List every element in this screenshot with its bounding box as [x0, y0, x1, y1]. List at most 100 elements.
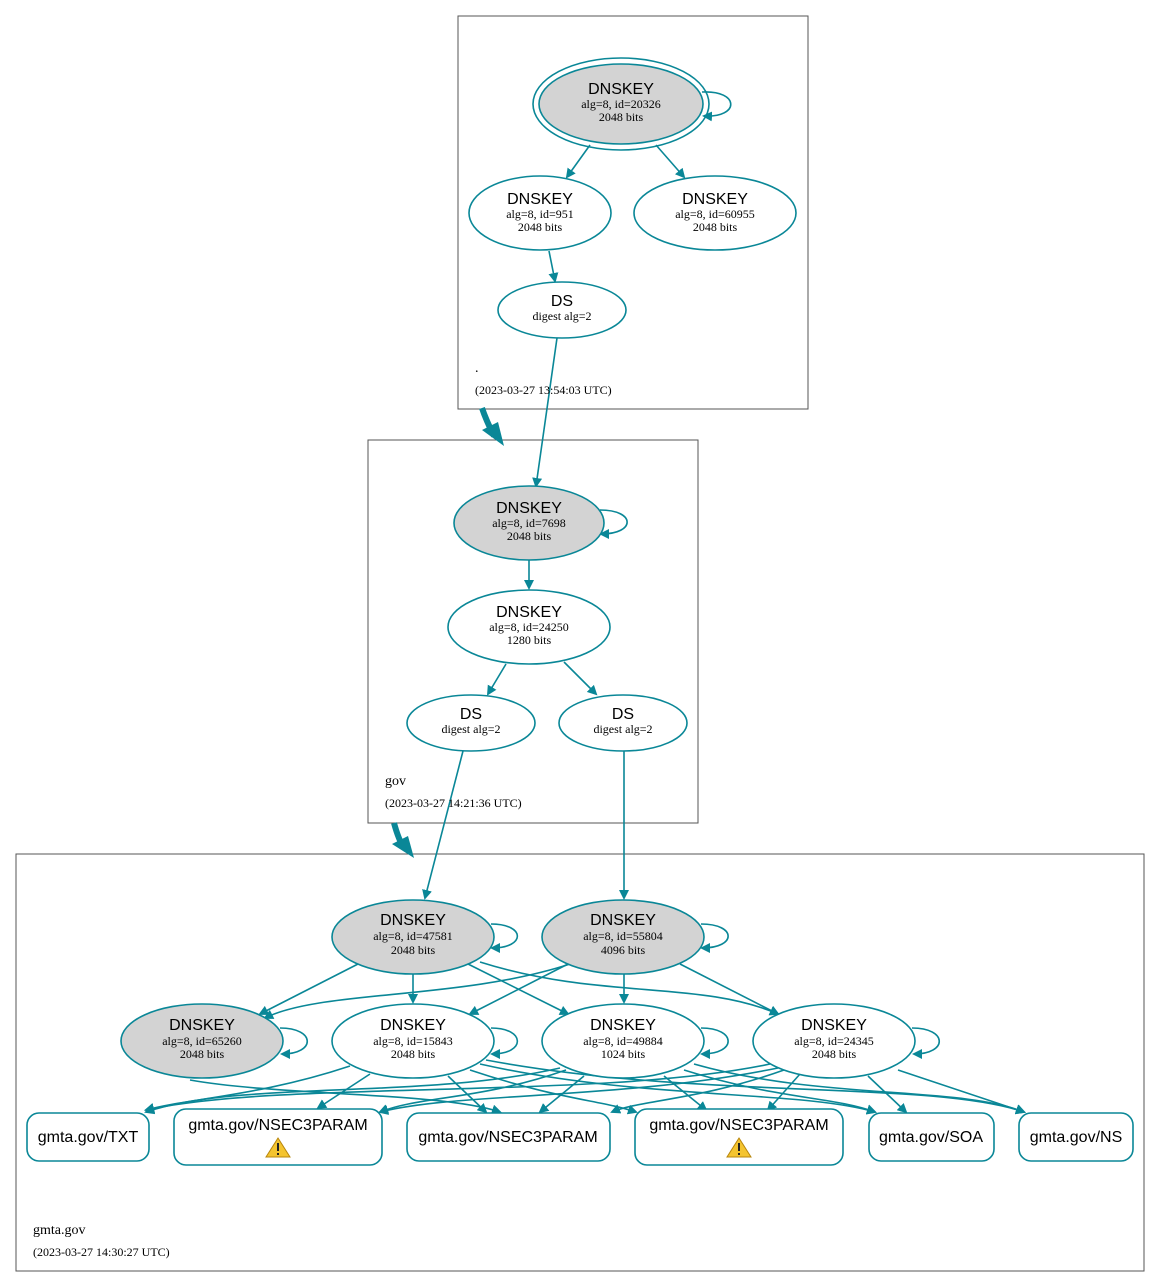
edge-15843-ns — [485, 1059, 1026, 1115]
node-detail: alg=8, id=7698 — [492, 516, 566, 530]
edge-49884-selfloop — [700, 1027, 729, 1059]
node-title: DNSKEY — [496, 604, 562, 621]
node-detail: alg=8, id=55804 — [583, 929, 663, 943]
node-gmta-zsk-15843[interactable]: DNSKEY alg=8, id=15843 2048 bits — [331, 1003, 495, 1079]
edge-49884-np1 — [378, 1069, 567, 1114]
node-root-ds[interactable]: DS digest alg=2 — [497, 281, 627, 339]
node-bits: 2048 bits — [693, 220, 738, 234]
node-bits: 2048 bits — [518, 220, 563, 234]
node-bits: 4096 bits — [601, 943, 646, 957]
warning-icon — [726, 1137, 752, 1158]
node-gov-ds-1[interactable]: DS digest alg=2 — [406, 694, 536, 752]
edges — [144, 91, 1026, 1115]
node-gmta-zsk-24345[interactable]: DNSKEY alg=8, id=24345 2048 bits — [752, 1003, 916, 1079]
zone-name-gov: gov — [385, 774, 406, 789]
edge-root-selfloop — [701, 91, 732, 122]
delegation-arrow-root-gov — [479, 407, 504, 446]
edge-49884-txt — [144, 1067, 561, 1115]
edge-15843-np1 — [316, 1073, 371, 1110]
edge-ds1-47581 — [422, 750, 464, 900]
edge-govzsk-ds2 — [563, 661, 598, 696]
zone-box-root — [457, 15, 809, 410]
node-detail: alg=8, id=951 — [506, 207, 574, 221]
edge-24345-selfloop — [911, 1027, 941, 1059]
zone-timestamp-root: (2023-03-27 13:54:03 UTC) — [475, 383, 612, 397]
node-title: DNSKEY — [801, 1017, 867, 1034]
edge-24345-soa — [867, 1075, 908, 1114]
rrset-label: gmta.gov/NSEC3PARAM — [418, 1129, 597, 1146]
node-detail: alg=8, id=60955 — [675, 207, 755, 221]
node-title: DNSKEY — [169, 1017, 235, 1034]
rrset-label: gmta.gov/NSEC3PARAM — [188, 1117, 367, 1134]
rrset-txt[interactable]: gmta.gov/TXT — [26, 1112, 150, 1162]
node-title: DNSKEY — [507, 191, 573, 208]
node-title: DS — [612, 706, 634, 723]
edge-root-ksk-951 — [565, 144, 591, 179]
rrset-label: gmta.gov/NS — [1030, 1129, 1122, 1146]
edge-49884-soa — [683, 1069, 877, 1115]
node-gov-ds-2[interactable]: DS digest alg=2 — [558, 694, 688, 752]
rrset-label: gmta.gov/NSEC3PARAM — [649, 1117, 828, 1134]
node-detail: alg=8, id=15843 — [373, 1034, 453, 1048]
edge-24345-ns — [897, 1069, 1026, 1115]
node-bits: 2048 bits — [391, 1047, 436, 1061]
node-gov-zsk[interactable]: DNSKEY alg=8, id=24250 1280 bits — [447, 589, 611, 665]
node-detail: alg=8, id=65260 — [162, 1034, 242, 1048]
edge-47581-24345 — [479, 961, 780, 1016]
edge-47581-65260 — [258, 963, 359, 1015]
node-bits: 2048 bits — [507, 529, 552, 543]
node-root-ksk[interactable]: DNSKEY alg=8, id=20326 2048 bits — [532, 57, 710, 151]
node-bits: 1024 bits — [601, 1047, 646, 1061]
edge-24345-np1 — [378, 1067, 779, 1115]
edge-65260-np2 — [189, 1079, 502, 1115]
node-root-zsk-951[interactable]: DNSKEY alg=8, id=951 2048 bits — [468, 175, 612, 251]
edge-govzsk-ds1 — [486, 663, 507, 696]
node-title: DS — [551, 293, 573, 310]
node-detail: alg=8, id=24250 — [489, 620, 569, 634]
node-gmta-ksk-55804[interactable]: DNSKEY alg=8, id=55804 4096 bits — [541, 899, 705, 975]
zone-box-gov — [367, 439, 699, 824]
node-gmta-dnskey-65260[interactable]: DNSKEY alg=8, id=65260 2048 bits — [120, 1003, 284, 1079]
rrset-nsec3param-1[interactable]: gmta.gov/NSEC3PARAM — [173, 1108, 383, 1166]
edge-15843-selfloop — [490, 1027, 519, 1059]
node-bits: 1280 bits — [507, 633, 552, 647]
node-detail: alg=8, id=49884 — [583, 1034, 663, 1048]
node-detail: digest alg=2 — [441, 722, 500, 736]
rrset-label: gmta.gov/SOA — [879, 1129, 983, 1146]
edge-55804-65260 — [263, 963, 571, 1019]
node-gmta-zsk-49884[interactable]: DNSKEY alg=8, id=49884 1024 bits — [541, 1003, 705, 1079]
edge-gov-selfloop — [599, 509, 628, 539]
edge-55804-selfloop — [700, 923, 729, 953]
zone-timestamp-gov: (2023-03-27 14:21:36 UTC) — [385, 796, 522, 810]
node-gmta-ksk-47581[interactable]: DNSKEY alg=8, id=47581 2048 bits — [331, 899, 495, 975]
node-title: DNSKEY — [590, 1017, 656, 1034]
node-title: DNSKEY — [682, 191, 748, 208]
rrset-nsec3param-2[interactable]: gmta.gov/NSEC3PARAM — [406, 1112, 611, 1162]
node-title: DNSKEY — [380, 912, 446, 929]
node-detail: digest alg=2 — [532, 309, 591, 323]
node-title: DNSKEY — [590, 912, 656, 929]
edge-47581-selfloop — [490, 923, 519, 953]
node-bits: 2048 bits — [180, 1047, 225, 1061]
node-bits: 2048 bits — [599, 110, 644, 124]
rrset-soa[interactable]: gmta.gov/SOA — [868, 1112, 995, 1162]
rrset-label: gmta.gov/TXT — [38, 1129, 139, 1146]
node-detail: alg=8, id=47581 — [373, 929, 453, 943]
zone-name-gmta: gmta.gov — [33, 1223, 86, 1238]
node-title: DNSKEY — [496, 500, 562, 517]
node-root-zsk-60955[interactable]: DNSKEY alg=8, id=60955 2048 bits — [633, 175, 797, 251]
node-gov-ksk[interactable]: DNSKEY alg=8, id=7698 2048 bits — [453, 485, 605, 561]
warning-icon — [265, 1137, 291, 1158]
edge-55804-15843 — [468, 963, 569, 1015]
rrset-ns[interactable]: gmta.gov/NS — [1018, 1112, 1134, 1162]
edge-24345-txt — [144, 1063, 771, 1114]
edge-951-ds — [548, 250, 559, 283]
delegation-arrow-gov-gmta — [391, 822, 414, 858]
node-title: DNSKEY — [588, 81, 654, 98]
edge-49884-ns — [693, 1063, 1026, 1114]
node-bits: 2048 bits — [391, 943, 436, 957]
rrset-nsec3param-3[interactable]: gmta.gov/NSEC3PARAM — [634, 1108, 844, 1166]
edge-24345-np2 — [610, 1069, 785, 1114]
edge-root-ksk-60955 — [655, 144, 686, 179]
